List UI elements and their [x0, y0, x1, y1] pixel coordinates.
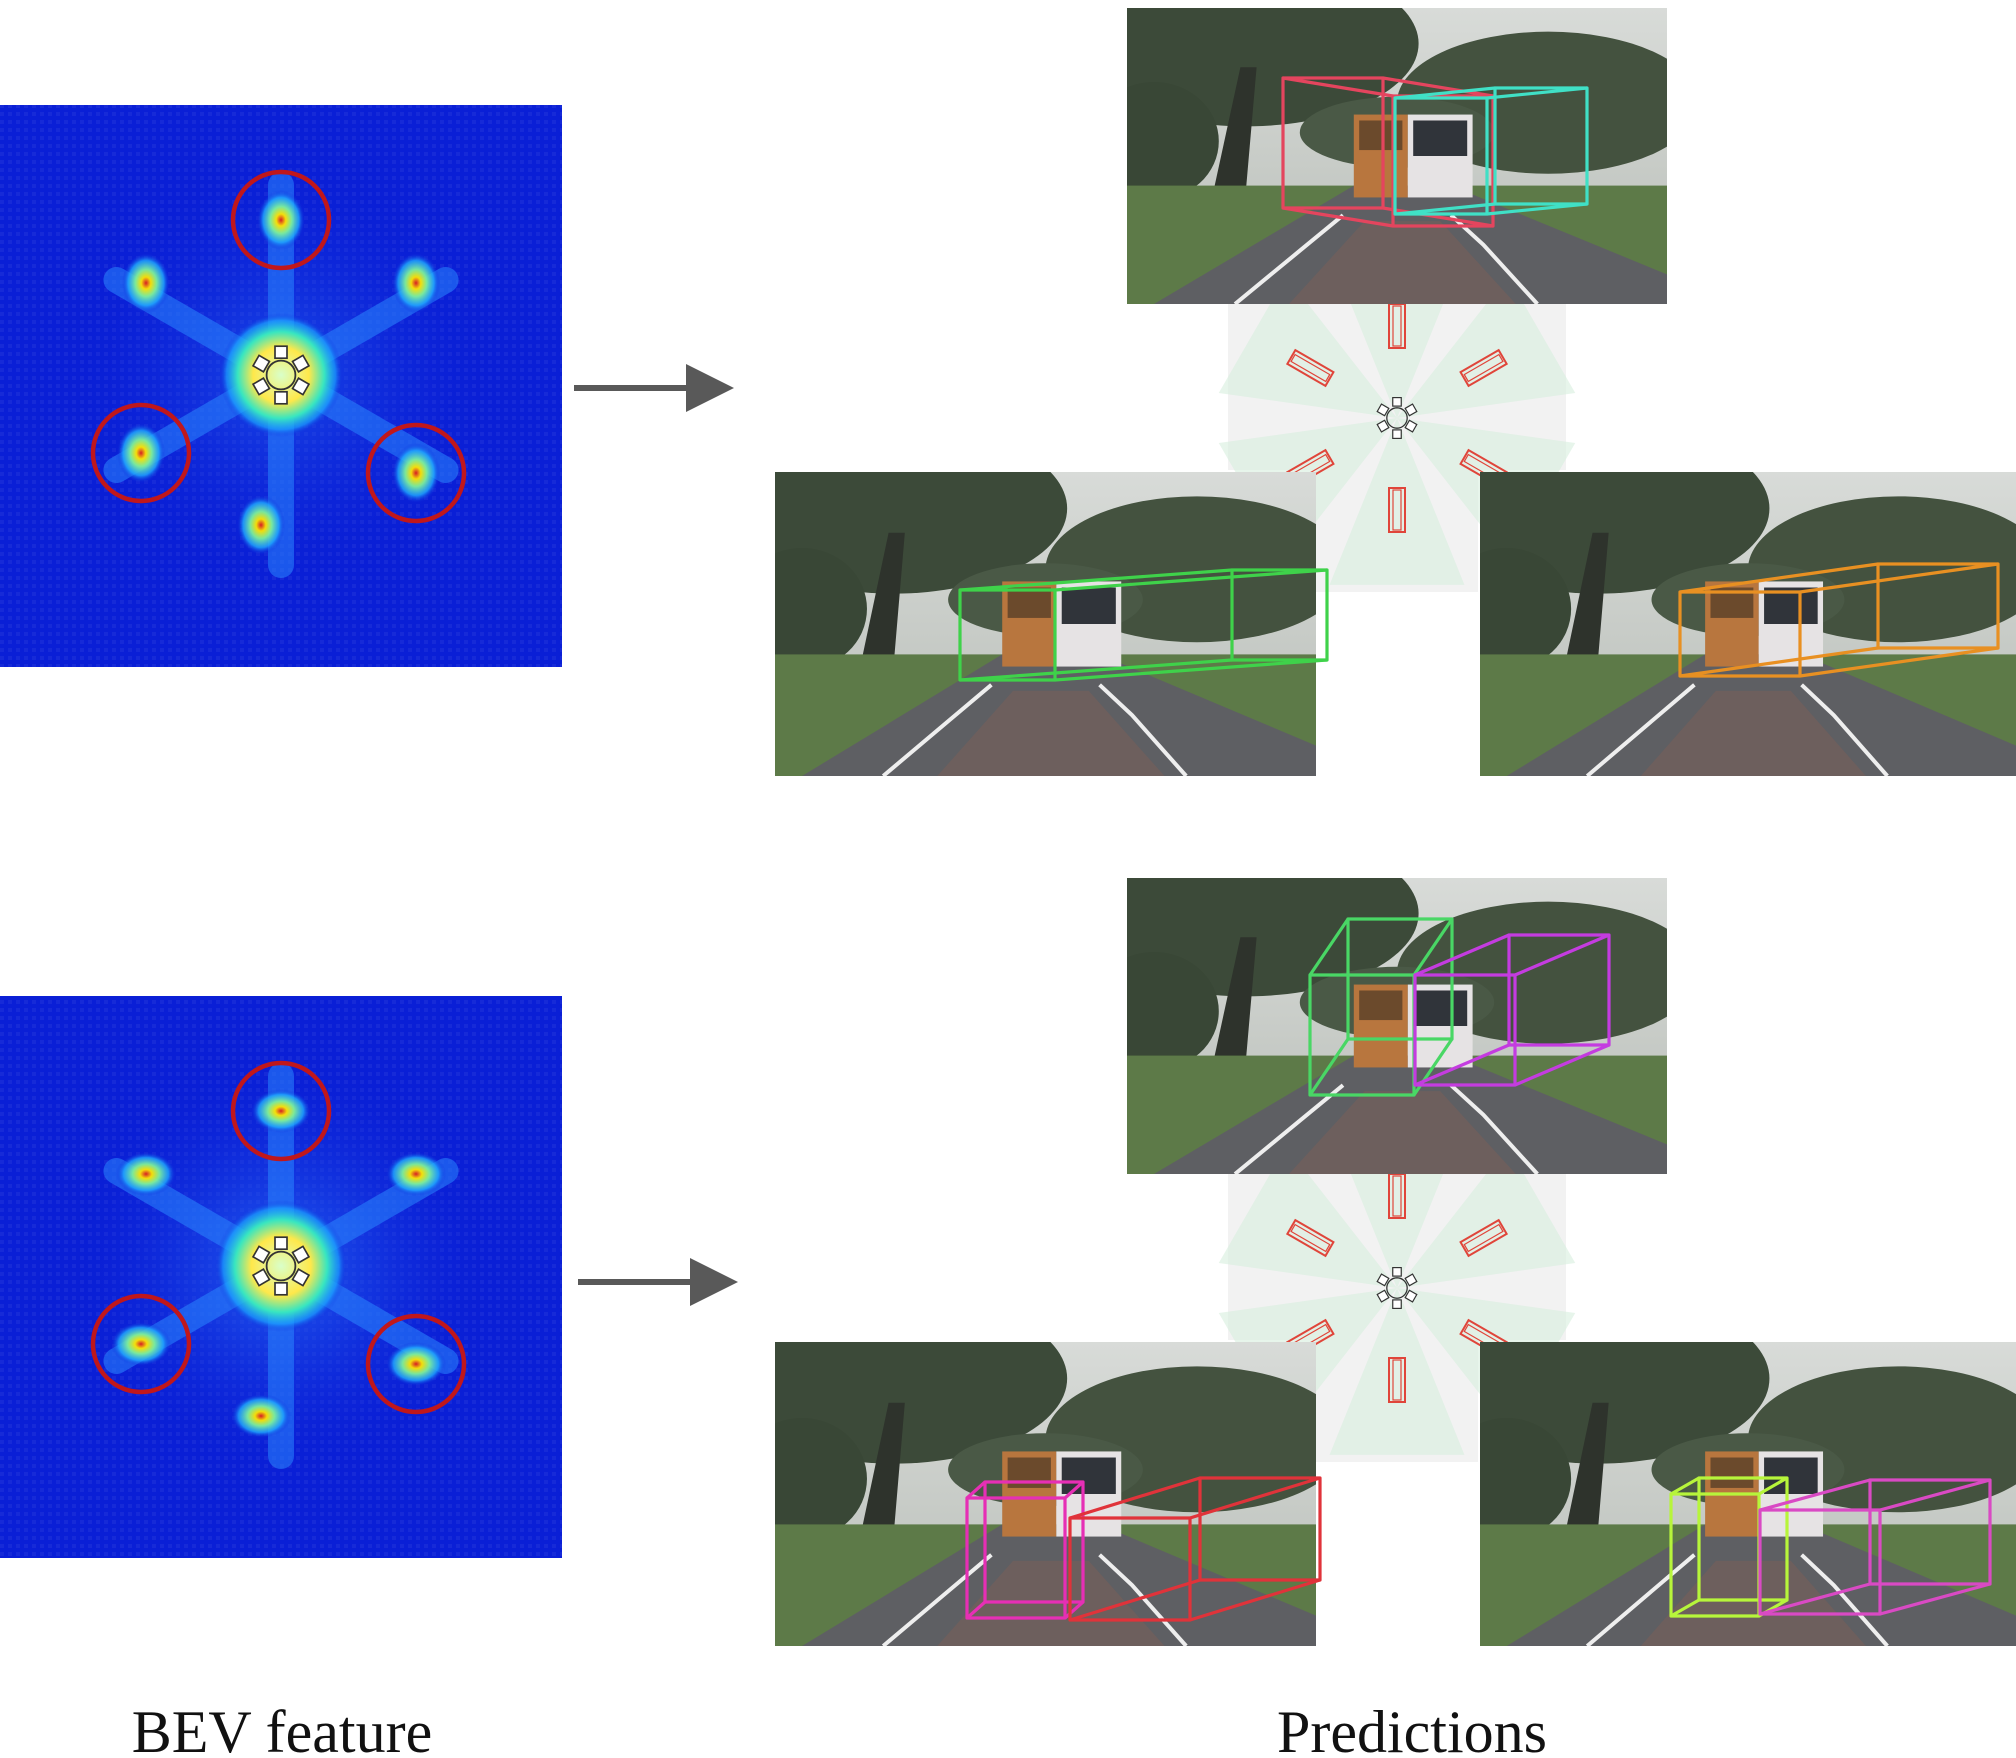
box-left-1	[965, 1480, 1085, 1620]
heatmap-hotspot	[392, 443, 440, 503]
box-right-2	[1758, 1478, 1992, 1616]
highlight-circle	[365, 1313, 467, 1415]
heatmap-hotspot	[117, 423, 165, 483]
highlight-circle	[230, 169, 332, 271]
bev-pred-box	[1285, 1218, 1335, 1258]
caption-predictions: Predictions	[1277, 1699, 1547, 1758]
heatmap-center	[219, 313, 343, 437]
box-front-1	[1281, 76, 1495, 228]
heatmap-hotspot	[251, 1089, 311, 1133]
bev-heatmap-top	[0, 105, 562, 667]
heatmap-center	[215, 1200, 347, 1332]
heatmap-hotspot	[237, 495, 285, 555]
arrow-top	[574, 364, 734, 412]
bev-heatmap-bottom	[0, 996, 562, 1558]
bev-pred-box	[1388, 1357, 1406, 1403]
bev-pred-box	[1459, 1218, 1509, 1258]
bev-ego-icon	[1376, 1267, 1418, 1309]
ego-vehicle-icon	[251, 345, 311, 405]
bev-ego-icon	[1376, 397, 1418, 439]
front-camera-bottom	[1127, 878, 1667, 1174]
box-left-2	[1068, 1476, 1322, 1622]
highlight-circle	[90, 1293, 192, 1395]
heatmap-hotspot	[111, 1322, 171, 1366]
highlight-circle	[230, 1060, 332, 1162]
bev-pred-box	[1285, 348, 1335, 388]
heatmap-hotspot	[386, 1342, 446, 1386]
caption-bev-feature: BEV feature	[132, 1699, 432, 1758]
ego-vehicle-icon	[251, 1236, 311, 1296]
front-camera-top	[1127, 8, 1667, 304]
bev-pred-box	[1388, 487, 1406, 533]
left-camera-top	[775, 472, 1329, 776]
heatmap-hotspot	[231, 1394, 291, 1438]
box-front-2	[1413, 933, 1611, 1087]
heatmap-hotspot	[386, 1152, 446, 1196]
heatmap-hotspot	[392, 253, 440, 313]
highlight-circle	[90, 402, 192, 504]
right-camera-bottom	[1480, 1342, 2016, 1646]
left-camera-bottom	[775, 1342, 1322, 1646]
highlight-circle	[365, 422, 467, 524]
heatmap-hotspot	[257, 190, 305, 250]
heatmap-hotspot	[122, 253, 170, 313]
box-front-2	[1393, 86, 1589, 216]
heatmap-hotspot	[116, 1152, 176, 1196]
arrow-bottom	[578, 1258, 738, 1306]
right-camera-top	[1480, 472, 2016, 776]
box-right-1	[1678, 562, 2000, 678]
box-left-1	[958, 568, 1329, 682]
bev-pred-box	[1459, 348, 1509, 388]
